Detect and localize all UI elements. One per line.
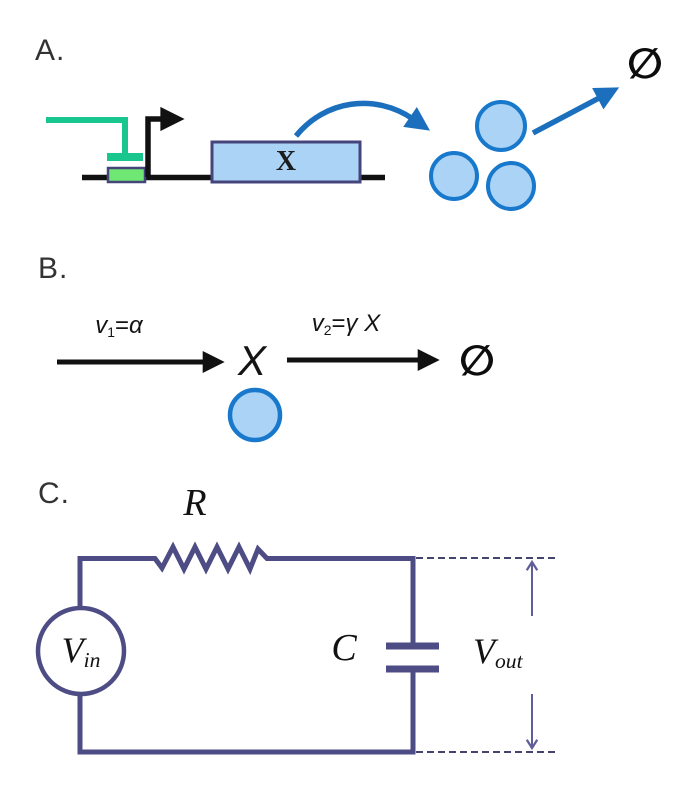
panel-a-label: A. (35, 34, 66, 67)
vout-label: Vout (470, 631, 526, 673)
empty-set-symbol: ∅ (627, 39, 663, 88)
protein-circle (475, 100, 527, 152)
repressor-line-icon (46, 117, 128, 153)
panel-a-drawing (46, 87, 620, 211)
vout-base: V (473, 631, 495, 671)
protein-circle (486, 161, 536, 211)
panel-b-drawing (57, 348, 440, 443)
gene-x-label: X (275, 146, 297, 177)
panel-c-drawing (35, 541, 559, 755)
resistor-label: R (183, 482, 207, 524)
rate2-sub: 2 (323, 321, 332, 338)
transcription-start-arrow-icon (145, 106, 185, 177)
rate1-rhs: α (129, 312, 143, 339)
vin-base: V (61, 630, 84, 670)
species-circle (227, 387, 283, 443)
production-arrow-icon (293, 100, 430, 138)
panel-c-label: C. (38, 477, 70, 510)
gene-box (210, 140, 362, 184)
rate1-sub: 1 (107, 323, 116, 340)
circuit-wire-top-and-resistor-icon (77, 541, 416, 645)
capacitor-icon (386, 642, 439, 673)
capacitor-label: C (331, 627, 357, 669)
rate2-var: v (311, 310, 324, 337)
vin-label: Vin (36, 632, 126, 671)
rate2-rhs: γ X (345, 310, 381, 337)
circuit-wire-bottom (77, 672, 416, 755)
rate1-label: v1=α (49, 314, 189, 340)
vin-sub: in (83, 647, 101, 672)
species-x-label: X (237, 337, 266, 384)
panel-b-label: B. (38, 252, 69, 285)
promoter-box (106, 166, 147, 184)
vout-sub: out (495, 648, 523, 673)
empty-set-symbol: ∅ (459, 336, 495, 385)
rate1-var: v (95, 312, 108, 339)
degradation-arrow-icon (531, 87, 620, 136)
rate1-eq: = (115, 312, 130, 339)
rate2-label: v2=γ X (284, 312, 408, 338)
protein-circle (429, 151, 479, 201)
rate2-eq: = (331, 310, 346, 337)
voltage-source-circle (35, 605, 127, 697)
